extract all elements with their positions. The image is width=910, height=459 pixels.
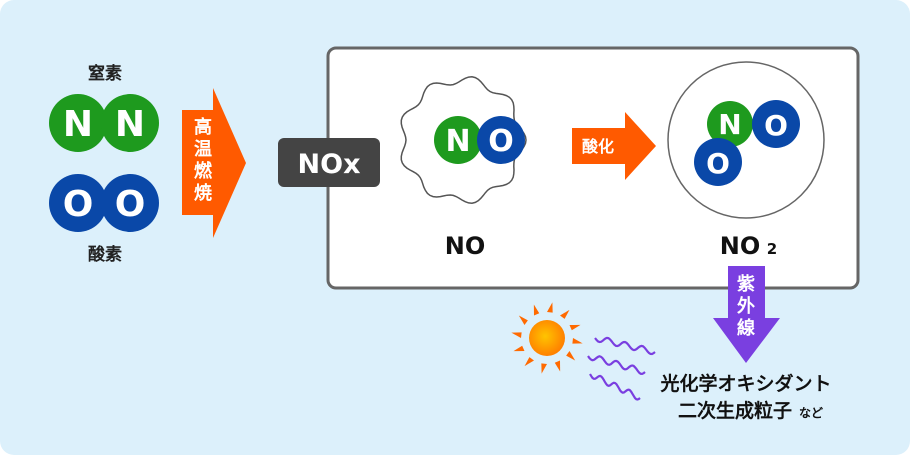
nox-badge-label: NOx [298, 149, 361, 180]
result-line2-suffix: など [799, 406, 823, 420]
combustion-label-char: 焼 [194, 182, 212, 204]
sun-ray [518, 315, 528, 325]
nitrogen-label: 窒素 [88, 63, 122, 84]
nitrogen-atom [49, 94, 107, 152]
oxygen-atom [49, 174, 107, 232]
sun-icon [511, 302, 583, 374]
combustion-label-char: 燃 [194, 160, 213, 182]
atom-symbol: N [115, 104, 145, 145]
no2-label: NO [720, 232, 761, 260]
result-line1: 光化学オキシダント [659, 372, 831, 395]
uv-rays-icon [587, 336, 656, 401]
oxygen-atom [101, 174, 159, 232]
oxygen-atom [694, 138, 742, 186]
atom-symbol: N [718, 108, 741, 141]
sun-ray [547, 302, 553, 313]
no2-molecule: N O O [694, 100, 800, 186]
uv-wave [594, 336, 656, 356]
atom-symbol: O [706, 147, 730, 180]
combustion-arrow [182, 88, 246, 238]
oxygen-atom [477, 116, 525, 164]
no2-subscript: 2 [767, 240, 777, 258]
sun-ray [533, 304, 540, 316]
atom-symbol: N [63, 104, 93, 145]
sun-ray [569, 324, 581, 331]
nitrogen-atom [101, 94, 159, 152]
oxygen-atom [752, 100, 800, 148]
atom-symbol: N [445, 124, 470, 159]
uv-label-char: 線 [737, 317, 755, 339]
sun-ray [554, 360, 561, 372]
oxidation-arrow [572, 112, 656, 180]
oxygen-label: 酸素 [88, 244, 122, 265]
uv-label-char: 紫 [737, 273, 755, 295]
nitrogen-molecule: N N [49, 94, 159, 152]
oxidation-label: 酸化 [582, 137, 614, 156]
atom-symbol: O [764, 109, 788, 142]
oxygen-molecule: O O [49, 174, 159, 232]
nox-badge [278, 138, 380, 187]
nitrogen-atom [434, 116, 482, 164]
no-label: NO [445, 232, 486, 260]
uv-label-char: 外 [737, 295, 755, 317]
atom-symbol: O [488, 124, 514, 159]
sun-ray [511, 332, 522, 338]
sun-ray [566, 351, 576, 361]
uv-wave [589, 373, 641, 401]
sun-ray [572, 338, 583, 344]
nitrogen-atom [707, 101, 753, 147]
combustion-label-char: 高 [194, 116, 212, 138]
result-line2: 二次生成粒子 [678, 399, 792, 422]
atom-symbol: O [115, 184, 146, 225]
sun-ray [541, 363, 547, 374]
uv-arrow [713, 266, 780, 363]
uv-wave [587, 355, 646, 376]
atom-symbol: O [63, 184, 94, 225]
no-molecule: N O [434, 116, 525, 164]
sun-ray [560, 309, 570, 319]
sun-ray [524, 357, 534, 367]
sun-ray [513, 345, 525, 352]
combustion-label-char: 温 [194, 139, 212, 160]
